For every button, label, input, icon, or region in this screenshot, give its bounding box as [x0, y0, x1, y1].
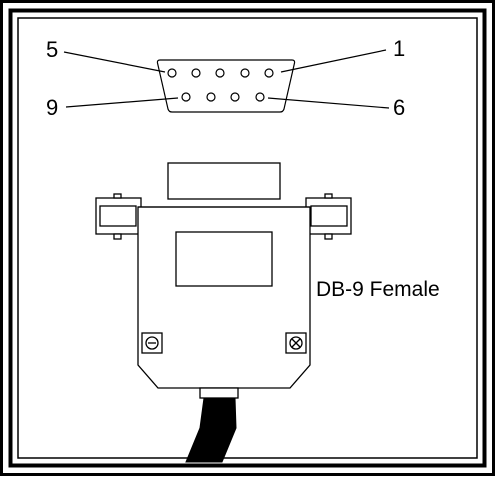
leader-line-9 — [65, 97, 179, 108]
pin-hole — [230, 92, 240, 102]
pin-hole — [215, 68, 225, 78]
pin-hole — [167, 68, 177, 78]
pin-row-top — [167, 68, 274, 78]
label-window — [175, 231, 273, 287]
pin-label-1: 1 — [393, 36, 405, 61]
pin-hole — [181, 92, 191, 102]
pin-hole — [264, 68, 274, 78]
leader-line-5 — [63, 51, 166, 73]
pin-hole — [255, 92, 265, 102]
pin-label-5: 5 — [46, 37, 58, 62]
pin-row-bottom — [181, 92, 265, 102]
pin-hole — [240, 68, 250, 78]
left-flange — [95, 193, 142, 240]
pin-hole — [191, 68, 201, 78]
connector-body — [95, 162, 352, 399]
pin-label-6: 6 — [393, 95, 405, 120]
leader-line-6 — [267, 97, 390, 109]
connector-top-tab — [167, 162, 281, 200]
leader-lines — [63, 49, 390, 109]
cable — [185, 397, 237, 463]
leader-line-1 — [280, 49, 387, 73]
right-flange — [305, 193, 352, 240]
pin-label-9: 9 — [46, 95, 58, 120]
strain-relief — [199, 387, 239, 399]
left-screw-icon — [141, 332, 163, 354]
pin-hole — [206, 92, 216, 102]
connector-label: DB-9 Female — [316, 278, 440, 301]
pin-face — [156, 59, 296, 113]
right-screw-icon — [285, 332, 307, 354]
